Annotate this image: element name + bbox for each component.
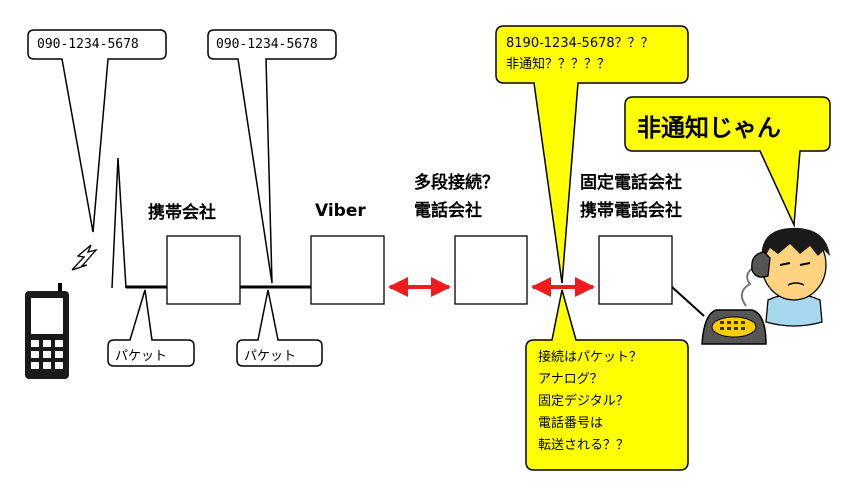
person-icon [751, 227, 830, 327]
connection-question-callout [525, 289, 689, 471]
antenna-icon [111, 157, 127, 289]
received-number-callout [495, 25, 689, 284]
desk-phone-icon [701, 265, 767, 345]
link-fixed-deskphone [671, 286, 705, 317]
phone-number-callout-1 [27, 29, 167, 233]
question-line-3: 固定デジタル？ [538, 394, 629, 409]
fixed-node [598, 235, 673, 305]
phone-number-text-1: 090-1234-5678 [37, 37, 139, 52]
receiver-speech-bubble [624, 96, 831, 228]
phone-number-text-2: 090-1234-5678 [216, 37, 318, 52]
multi-hop-label-1: 多段接続？ [414, 173, 499, 193]
question-line-5: 転送される？？ [538, 438, 630, 453]
carrier-label: 携帯会社 [148, 203, 216, 223]
multi-hop-node [454, 235, 528, 305]
multi-hop-label-2: 電話会社 [414, 201, 482, 221]
phone-number-callout-2 [207, 29, 337, 284]
viber-label: Viber [315, 201, 366, 221]
fixed-label-2: 携帯電話会社 [580, 201, 682, 221]
signal-bolt-icon [71, 244, 98, 271]
received-anonymous-text: 非通知？？？？？ [506, 57, 611, 72]
viber-node [310, 235, 385, 305]
cell-phone-icon [25, 283, 69, 379]
question-line-1: 接続はパケット？ [538, 350, 643, 365]
fixed-label-1: 固定電話会社 [580, 173, 682, 193]
question-line-2: アナログ？ [538, 372, 603, 387]
receiver-speech-text: 非通知じゃん [637, 114, 781, 142]
carrier-node [166, 235, 241, 305]
packet-text-1: パケット [115, 349, 168, 364]
packet-callout-1 [107, 289, 195, 367]
packet-text-2: パケット [244, 349, 297, 364]
received-number-text: 8190-1234-5678？？？ [506, 36, 654, 51]
question-line-4: 電話番号は [538, 416, 604, 431]
packet-callout-2 [236, 289, 323, 367]
